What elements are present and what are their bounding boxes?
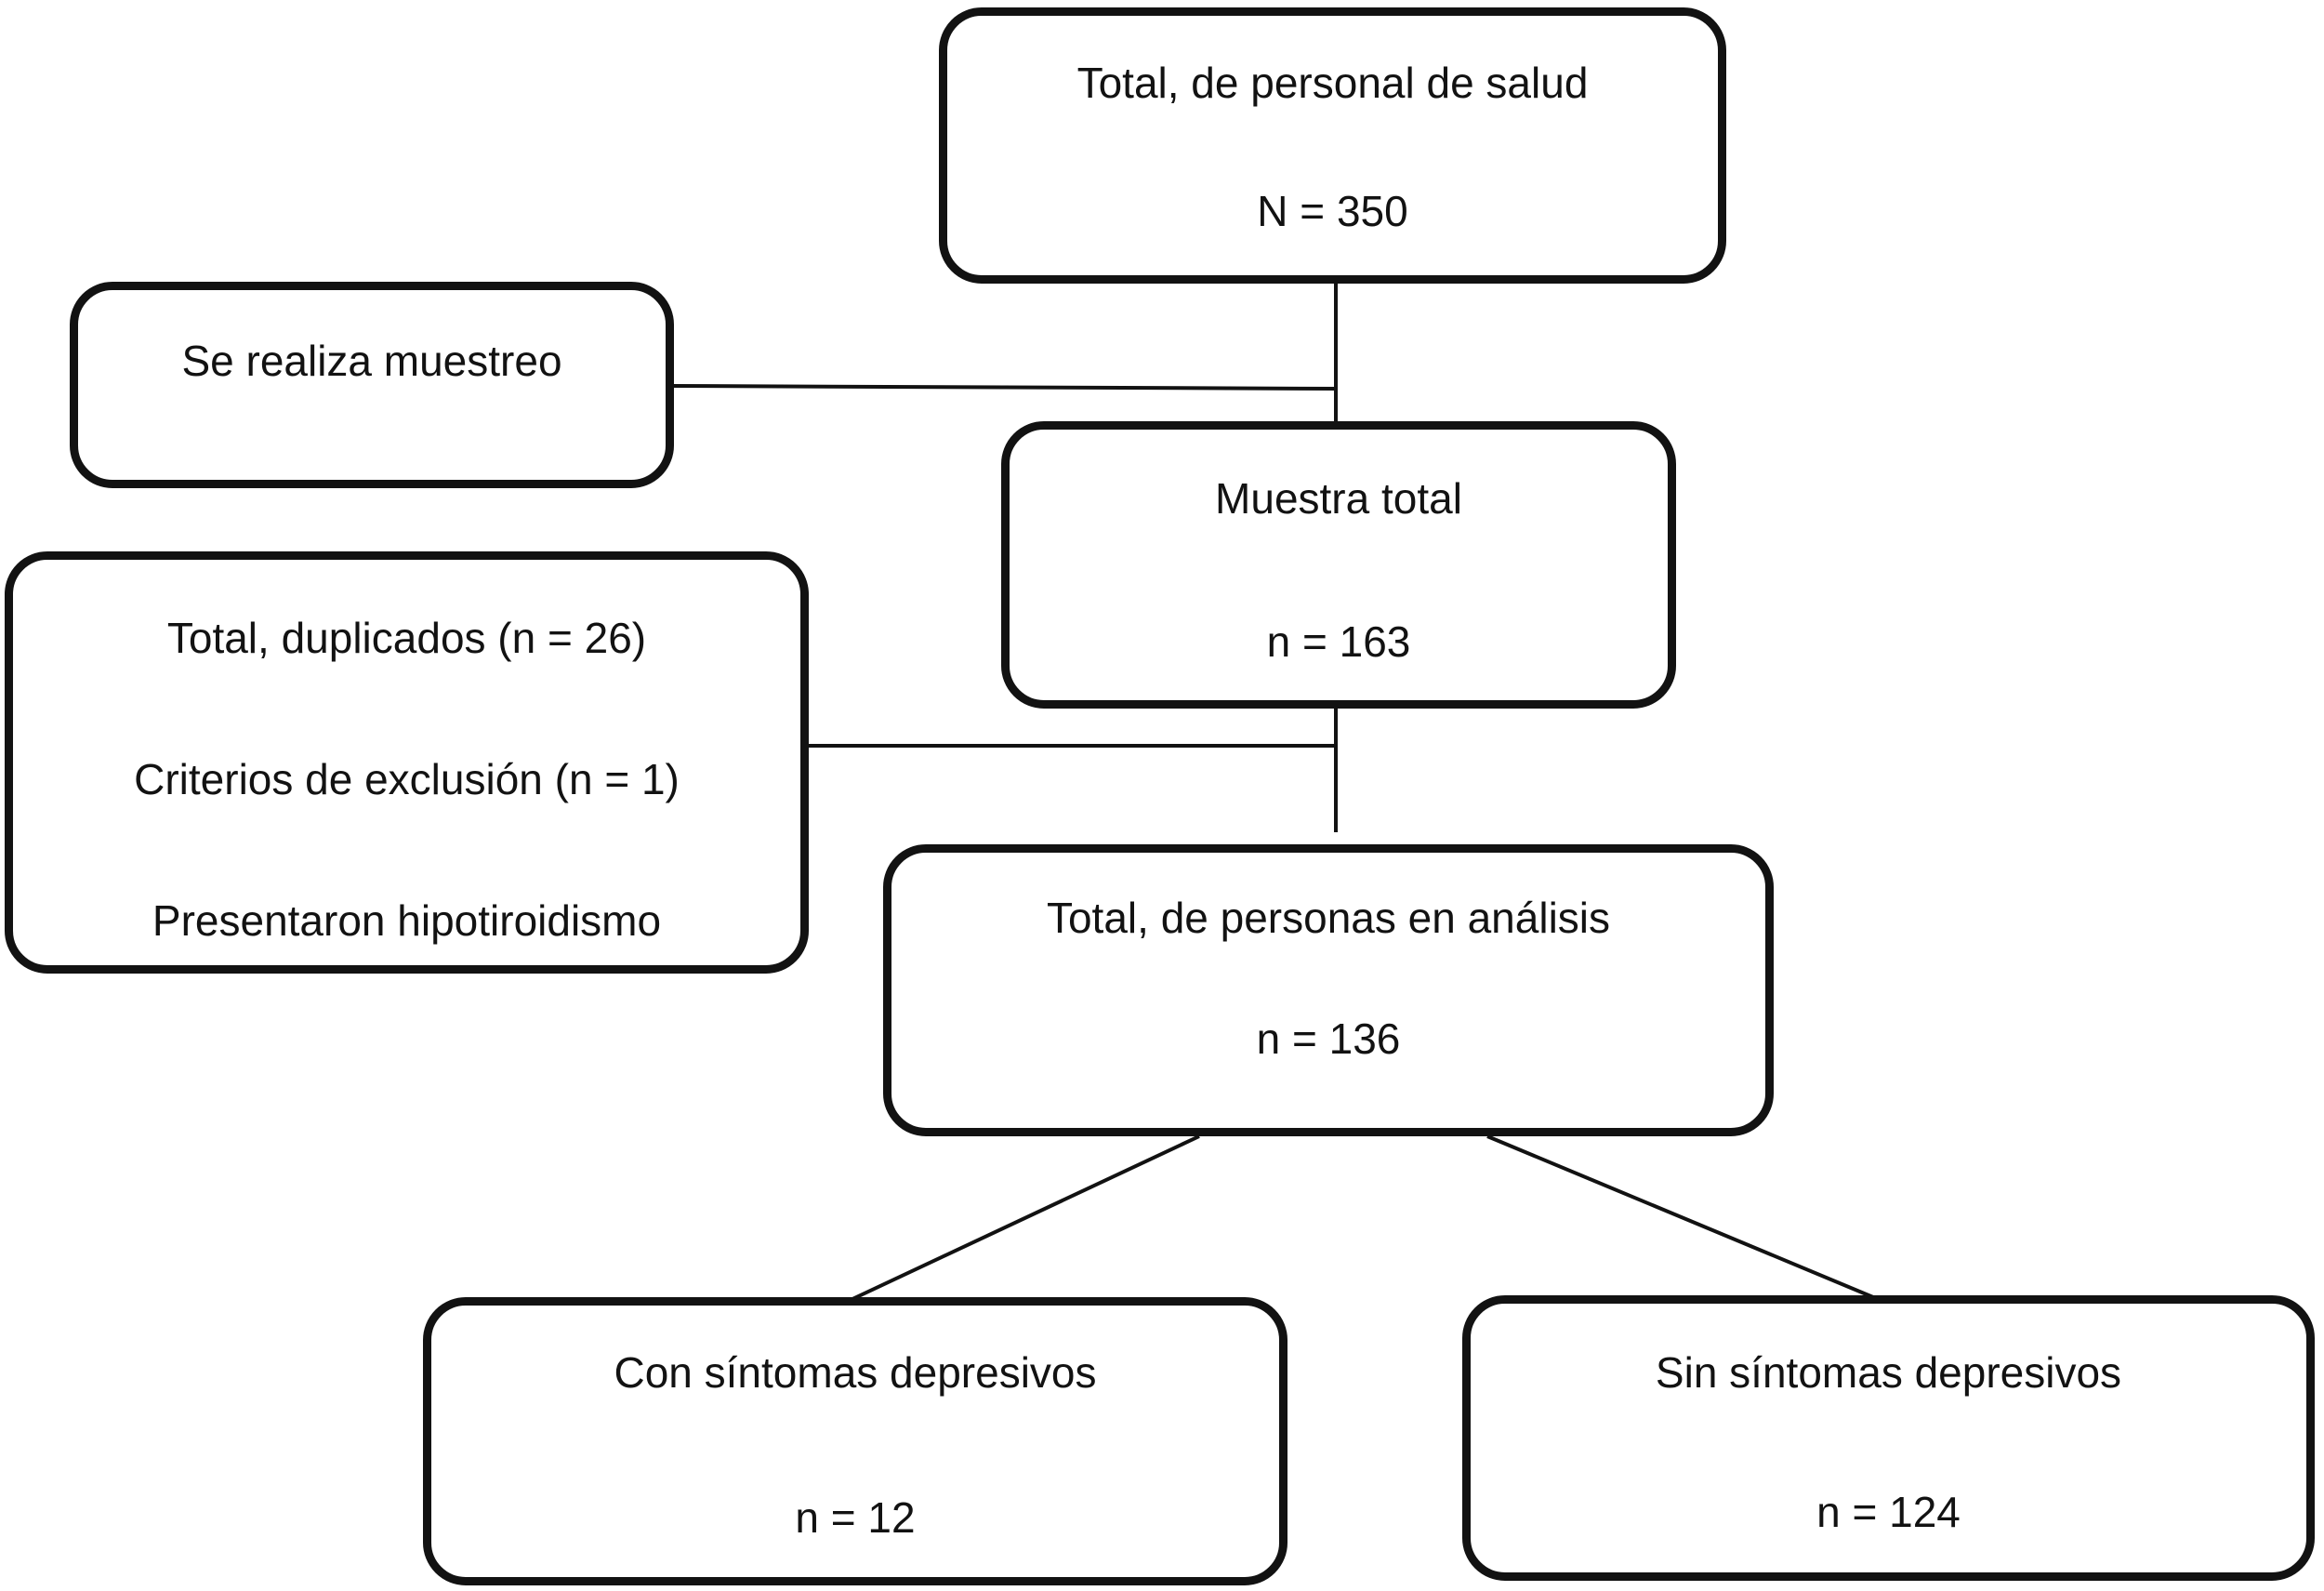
box-con-sintomas-depresivos: Con síntomas depresivos n = 12 [423, 1297, 1287, 1585]
box-sin-sintomas-label: Sin síntomas depresivos [1655, 1348, 2122, 1397]
connector-analisis-to-con-sintomas [852, 1134, 1200, 1301]
box-se-realiza-muestreo-label: Se realiza muestreo [181, 337, 562, 385]
box-muestra-total-label: Muestra total [1215, 474, 1462, 523]
box-personas-en-analisis: Total, de personas en análisis n = 136 [883, 844, 1774, 1136]
box-sin-sintomas-count: n = 124 [1816, 1488, 1961, 1536]
box-analisis-count: n = 136 [1256, 1014, 1401, 1063]
box-exclusion-hipotiroidismo-label: Presentaron hipotiroidismo [152, 896, 662, 945]
box-muestra-total-count: n = 163 [1266, 617, 1411, 666]
box-analisis-label: Total, de personas en análisis [1046, 894, 1611, 942]
connector-analisis-to-sin-sintomas [1486, 1134, 1874, 1299]
box-total-personal-count: N = 350 [1257, 187, 1408, 235]
box-muestra-total: Muestra total n = 163 [1001, 421, 1676, 709]
box-sin-sintomas-depresivos: Sin síntomas depresivos n = 124 [1462, 1295, 2315, 1581]
connector-muestreo-branch [670, 384, 1339, 391]
box-exclusion-duplicados-label: Total, duplicados (n = 26) [166, 614, 647, 662]
box-se-realiza-muestreo: Se realiza muestreo [70, 282, 674, 488]
box-total-personal-salud: Total, de personal de salud N = 350 [939, 7, 1726, 284]
box-exclusion-criterios-label: Criterios de exclusión (n = 1) [134, 755, 680, 803]
box-exclusion-criteria: Total, duplicados (n = 26) Criterios de … [5, 551, 809, 974]
box-con-sintomas-count: n = 12 [795, 1493, 916, 1542]
box-total-personal-label: Total, de personal de salud [1076, 59, 1589, 107]
box-con-sintomas-label: Con síntomas depresivos [614, 1348, 1097, 1397]
